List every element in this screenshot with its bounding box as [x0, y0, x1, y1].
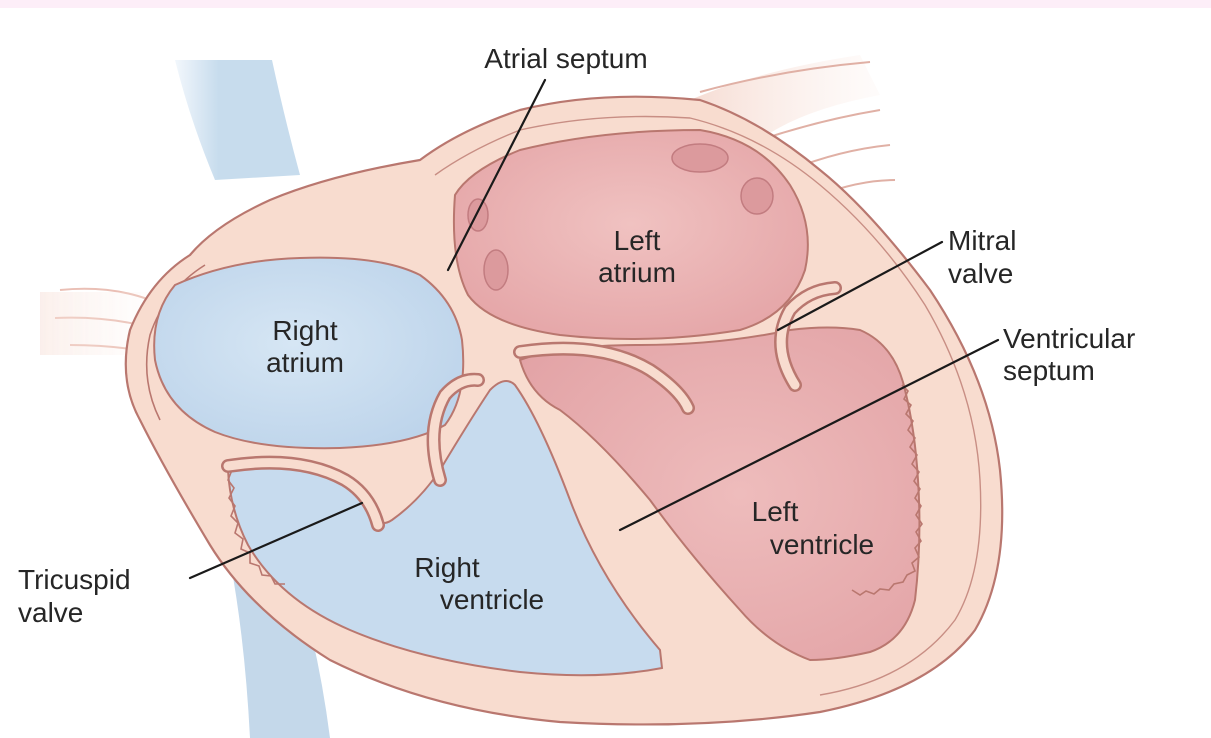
left-ventricle-label-line1: Left	[752, 496, 799, 527]
tricuspid-valve-label-line2: valve	[18, 597, 83, 628]
right-atrium-label-line1: Right	[272, 315, 338, 346]
ventricular-septum-label-line2: septum	[1003, 355, 1095, 386]
right-atrium-label-line2: atrium	[266, 347, 344, 378]
vena-cava	[175, 60, 300, 180]
right-ventricle-label-line2: ventricle	[440, 584, 544, 615]
ventricular-septum-label-line1: Ventricular	[1003, 323, 1135, 354]
tricuspid-valve-label-line1: Tricuspid	[18, 564, 131, 595]
left-atrium-label-line1: Left	[614, 225, 661, 256]
left-ventricle-label-line2: ventricle	[770, 529, 874, 560]
right-ventricle-label-line1: Right	[414, 552, 480, 583]
mitral-valve-label-line2: valve	[948, 258, 1013, 289]
left-atrium-label-line2: atrium	[598, 257, 676, 288]
mitral-valve-label-line1: Mitral	[948, 225, 1016, 256]
atrial-septum-label: Atrial septum	[484, 43, 647, 74]
